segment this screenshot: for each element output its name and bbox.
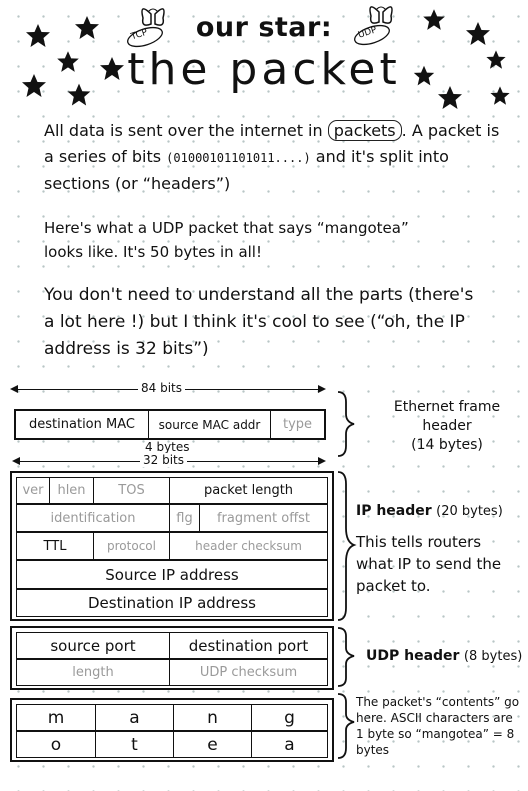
ip-side-label: IP header (20 bytes) This tells routers … — [356, 502, 526, 597]
length-field: length — [72, 665, 114, 680]
page-title: the packet — [127, 44, 401, 95]
intro-text-a: All data is sent over the internet in — [44, 121, 323, 140]
contents-row-1: m a n g — [16, 704, 328, 731]
udp-header-box: source port destination port length UDP … — [10, 626, 334, 690]
udp-butterfly-icon — [369, 6, 393, 24]
udp-row-2: length UDP checksum — [16, 659, 328, 686]
ip-brace-icon — [337, 471, 357, 621]
char-cell: a — [95, 705, 173, 730]
char-cell: o — [50, 734, 62, 755]
intro-paragraph-2: Here's what a UDP packet that says “mang… — [44, 219, 409, 261]
udp-side-title: UDP header — [366, 648, 460, 664]
contents-row-2: o t e a — [16, 731, 328, 758]
bits-example: (01000101101011....) — [166, 151, 311, 165]
ip-side-title: IP header — [356, 503, 432, 519]
char-cell: a — [251, 732, 327, 757]
small-title: our star: — [195, 12, 333, 43]
source-ip-field: Source IP address — [105, 565, 239, 584]
protocol-field: protocol — [93, 533, 169, 559]
ip-row-4: Source IP address — [16, 560, 328, 589]
ip-row-2: identification flg fragment offst — [16, 504, 328, 532]
identification-field: identification — [50, 510, 136, 526]
type-field: type — [270, 411, 324, 438]
ethernet-side-label: Ethernet frame header (14 bytes) — [372, 398, 522, 455]
udp-side-size: (8 bytes) — [463, 649, 523, 664]
contents-side-note: The packet's “contents” go here. ASCII c… — [356, 695, 520, 757]
ethernet-width-label: 84 bits — [138, 381, 185, 395]
ethernet-side-size: (14 bytes) — [411, 437, 483, 453]
destination-ip-field: Destination IP address — [87, 594, 256, 612]
intro-text-c: and it's split into sections (or “header… — [44, 147, 449, 193]
intro-text-b: . A packet is a series of bits — [44, 121, 500, 166]
ver-field: ver — [22, 483, 44, 498]
ip-side-note: This tells routers what IP to send the p… — [356, 533, 502, 595]
hlen-field: hlen — [49, 478, 93, 503]
fragment-offset-field: fragment offst — [199, 505, 327, 531]
ttl-field: TTL — [43, 538, 67, 554]
ethernet-bytes-label: 4 bytes — [145, 440, 190, 454]
ethernet-side-title: Ethernet frame header — [393, 399, 501, 434]
ip-width-label: 32 bits — [140, 453, 187, 467]
intro-paragraph-1: All data is sent over the internet in pa… — [44, 118, 514, 197]
ethernet-header-box: destination MAC source MAC addr type — [14, 409, 326, 440]
source-mac-field: source MAC addr — [148, 411, 270, 438]
contents-brace-icon — [337, 693, 355, 759]
char-cell: m — [47, 707, 65, 728]
contents-box: m a n g o t e a — [10, 698, 334, 762]
packet-length-field: packet length — [169, 478, 327, 503]
ip-side-size: (20 bytes) — [436, 504, 503, 519]
udp-checksum-field: UDP checksum — [169, 660, 327, 685]
destination-port-field: destination port — [169, 633, 327, 658]
flags-field: flg — [169, 505, 199, 531]
ip-row-5: Destination IP address — [16, 589, 328, 617]
char-cell: n — [173, 705, 251, 730]
stars-decoration — [22, 6, 510, 109]
tos-field: TOS — [93, 478, 169, 503]
tcp-butterfly-icon — [141, 8, 165, 26]
header-checksum-field: header checksum — [169, 533, 327, 559]
udp-brace-icon — [337, 627, 355, 687]
source-port-field: source port — [50, 636, 136, 655]
char-cell: e — [173, 732, 251, 757]
ip-row-3: TTL protocol header checksum — [16, 532, 328, 560]
udp-row-1: source port destination port — [16, 632, 328, 659]
ethernet-brace-icon — [337, 391, 355, 457]
ip-row-1: ver hlen TOS packet length — [16, 477, 328, 504]
braces-decoration — [337, 391, 357, 759]
packets-word: packets — [327, 120, 402, 141]
char-cell: t — [95, 732, 173, 757]
intro-paragraph-3: You don't need to understand all the par… — [44, 285, 474, 359]
destination-mac-field: destination MAC — [29, 417, 135, 432]
ip-header-box: ver hlen TOS packet length identificatio… — [10, 471, 334, 621]
char-cell: g — [251, 705, 327, 730]
udp-side-label: UDP header (8 bytes) — [366, 647, 526, 666]
